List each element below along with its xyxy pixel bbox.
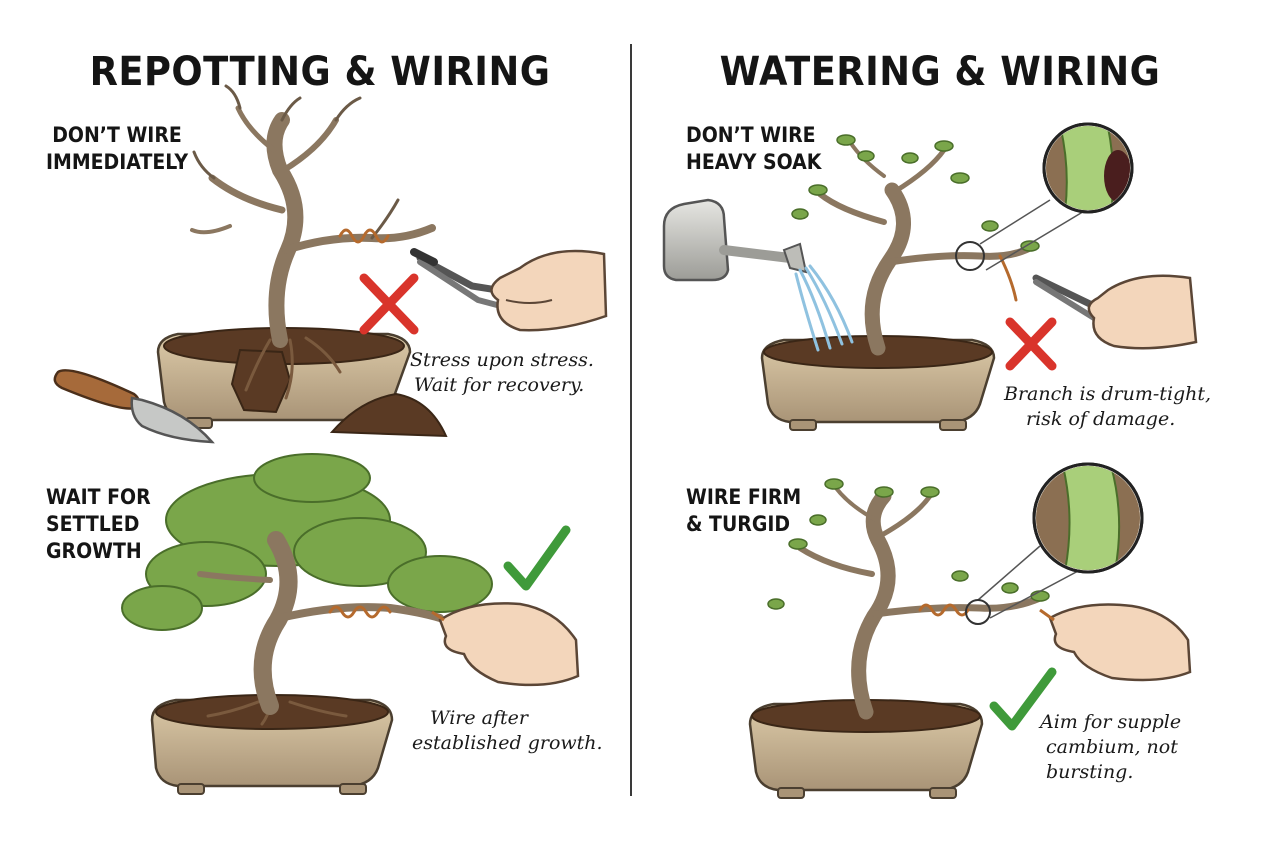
panel-repot-wire-later-art: [121, 453, 580, 795]
bonsai-pot: [156, 327, 412, 429]
leaves: [767, 478, 1050, 610]
watering-can-icon: [662, 198, 808, 282]
panel-turgid-wire-art: [748, 462, 1192, 799]
panel-label-dont-wire-immediately: DON’T WIRE IMMEDIATELY: [46, 123, 189, 174]
left-section-title: REPOTTING & WIRING: [89, 49, 551, 95]
right-section-title: WATERING & WIRING: [719, 49, 1161, 95]
foliage: [121, 453, 493, 631]
checkmark-icon: [503, 525, 571, 591]
magnifier-icon: [965, 462, 1144, 625]
panel-soak-no-wire-art: [662, 122, 1198, 431]
cross-icon: [1005, 317, 1057, 371]
magnifier-icon: [955, 122, 1134, 271]
panel-label-dont-wire-heavy-soak: DON’T WIRE HEAVY SOAK: [686, 123, 822, 174]
bare-tree: [190, 84, 436, 348]
caption-branch-drum-tight: Branch is drum-tight, risk of damage.: [1004, 383, 1212, 430]
panel-label-wire-firm-turgid: WIRE FIRM & TURGID: [686, 485, 802, 536]
hand-icon: [1039, 603, 1192, 682]
panel-repot-no-wire-art: [53, 84, 608, 444]
panel-label-wait-for-settled-growth: WAIT FOR SETTLED GROWTH: [46, 485, 151, 563]
caption-stress-upon-stress: Stress upon stress. Wait for recovery.: [410, 349, 594, 396]
cross-icon: [359, 273, 419, 335]
hand-icon: [431, 602, 580, 687]
caption-aim-for-supple-cambium: Aim for supple cambium, not bursting.: [1040, 711, 1182, 783]
water-stream: [794, 264, 854, 352]
trowel-icon: [53, 369, 215, 444]
spilled-soil: [329, 392, 448, 438]
hand-icon: [490, 249, 608, 332]
caption-wire-after-established-growth: Wire after established growth.: [412, 707, 603, 754]
checkmark-icon: [989, 667, 1057, 731]
center-divider: [630, 44, 632, 796]
hand-icon: [1087, 274, 1198, 350]
leaves: [791, 134, 1040, 252]
bonsai-pot: [748, 699, 984, 799]
